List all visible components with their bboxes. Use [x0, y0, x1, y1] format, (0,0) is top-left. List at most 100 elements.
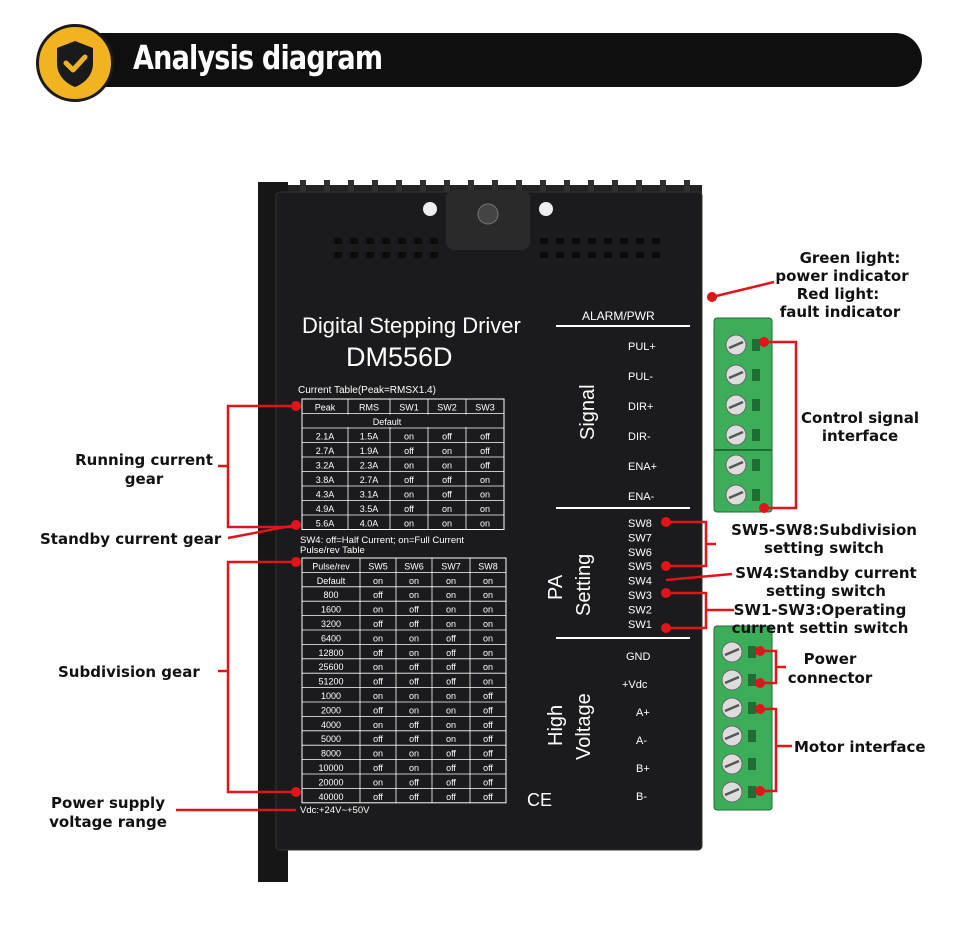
- section-high: High: [545, 705, 567, 746]
- table-cell: 10000: [318, 763, 343, 773]
- table-cell: off: [446, 633, 456, 643]
- table-cell: on: [404, 461, 414, 471]
- sw4-sub: setting switch: [766, 582, 886, 600]
- table-cell: on: [409, 705, 419, 715]
- table-cell: off: [483, 705, 493, 715]
- table-header-cell: SW6: [404, 561, 424, 571]
- table-cell: on: [409, 648, 419, 658]
- switch-pin-label: SW3: [628, 590, 652, 602]
- table-cell: 51200: [318, 677, 343, 687]
- table-cell: on: [446, 576, 456, 586]
- table-cell: on: [480, 519, 490, 529]
- section-setting: Setting: [573, 554, 595, 616]
- section-pa: PA: [545, 574, 567, 600]
- table-cell: off: [446, 749, 456, 759]
- current-table-caption: Current Table(Peak=RMSX1.4): [298, 385, 436, 396]
- sw4-label: SW4:Standby current: [735, 564, 916, 582]
- control-signal-sub: interface: [822, 427, 898, 445]
- table-header-cell: SW5: [368, 561, 388, 571]
- power-pin-label: GND: [626, 651, 651, 663]
- leader-dots: [291, 292, 769, 797]
- power-connector-sub: connector: [788, 669, 873, 687]
- motor-interface-label: Motor interface: [794, 738, 926, 756]
- green-light-sub: power indicator: [775, 267, 909, 285]
- table-cell: 1600: [321, 605, 341, 615]
- table-cell: on: [483, 677, 493, 687]
- table-cell: off: [409, 792, 419, 802]
- table-cell: 2000: [321, 705, 341, 715]
- table-header-cell: SW1: [399, 403, 419, 413]
- control-signal-label: Control signal: [801, 409, 919, 427]
- table-cell: on: [446, 590, 456, 600]
- table-cell: 4.9A: [316, 504, 335, 514]
- table-default-label: Default: [373, 417, 402, 427]
- table-cell: on: [483, 590, 493, 600]
- table-cell: off: [483, 749, 493, 759]
- table-cell: on: [409, 633, 419, 643]
- table-cell: off: [442, 432, 452, 442]
- table-cell: off: [373, 648, 383, 658]
- section-voltage: Voltage: [573, 693, 595, 760]
- table-cell: off: [480, 432, 490, 442]
- power-connector-label: Power: [804, 650, 857, 668]
- table-cell: on: [373, 720, 383, 730]
- header-banner: [40, 33, 922, 87]
- sw13-label: SW1-SW3:Operating: [734, 601, 907, 619]
- shield-check-icon: [36, 24, 114, 102]
- table-cell: 5.6A: [316, 519, 335, 529]
- switch-pin-label: SW5: [628, 561, 652, 573]
- green-light-label: Green light:: [800, 249, 901, 267]
- ce-mark: CE: [527, 790, 552, 810]
- table-cell: on: [483, 576, 493, 586]
- table-cell: off: [373, 734, 383, 744]
- table-cell: on: [373, 576, 383, 586]
- table-cell: 6400: [321, 633, 341, 643]
- table-cell: 2.3A: [360, 461, 379, 471]
- table-header-cell: Pulse/rev: [312, 561, 350, 571]
- subdivision-gear-label: Subdivision gear: [58, 663, 200, 681]
- table-cell: on: [409, 749, 419, 759]
- table-cell: on: [446, 734, 456, 744]
- running-current-label: Running current: [75, 451, 213, 469]
- table-header-cell: SW3: [475, 403, 495, 413]
- power-pin-label: A+: [636, 707, 650, 719]
- table-cell: on: [373, 777, 383, 787]
- table-cell: 3.2A: [316, 461, 335, 471]
- power-supply-label: Power supply: [51, 794, 165, 812]
- terminal-screws: [721, 334, 760, 803]
- table-cell: off: [373, 792, 383, 802]
- switch-pin-label: SW1: [628, 619, 652, 631]
- table-cell: off: [373, 619, 383, 629]
- table-cell: on: [409, 691, 419, 701]
- power-pin-label: +Vdc: [622, 679, 648, 691]
- table-cell: 8000: [321, 749, 341, 759]
- table-cell: on: [404, 432, 414, 442]
- table-cell: on: [446, 619, 456, 629]
- device-model: DM556D: [346, 342, 453, 372]
- table-cell: on: [404, 519, 414, 529]
- table-cell: 1.5A: [360, 432, 379, 442]
- mount-hole: [423, 202, 437, 216]
- pin-labels: PUL+PUL-DIR+DIR-ENA+ENA-SW8SW7SW6SW5SW4S…: [622, 341, 657, 803]
- table-cell: off: [446, 662, 456, 672]
- table-cell: 800: [323, 590, 338, 600]
- table-header-cell: Peak: [315, 403, 336, 413]
- table-cell: 3.1A: [360, 490, 379, 500]
- table-cell: 3.5A: [360, 504, 379, 514]
- table-cell: on: [409, 590, 419, 600]
- table-cell: on: [442, 504, 452, 514]
- table-cell: on: [409, 576, 419, 586]
- table-cell: off: [483, 763, 493, 773]
- table-cell: off: [373, 763, 383, 773]
- switch-pin-label: SW2: [628, 604, 652, 616]
- page-title: Analysis diagram: [133, 38, 383, 77]
- table-cell: off: [409, 662, 419, 672]
- table-cell: off: [483, 720, 493, 730]
- power-pin-label: A-: [636, 735, 647, 747]
- mount-hole: [539, 202, 553, 216]
- switch-pin-label: SW8: [628, 518, 652, 530]
- table-cell: on: [373, 633, 383, 643]
- table-cell: on: [409, 763, 419, 773]
